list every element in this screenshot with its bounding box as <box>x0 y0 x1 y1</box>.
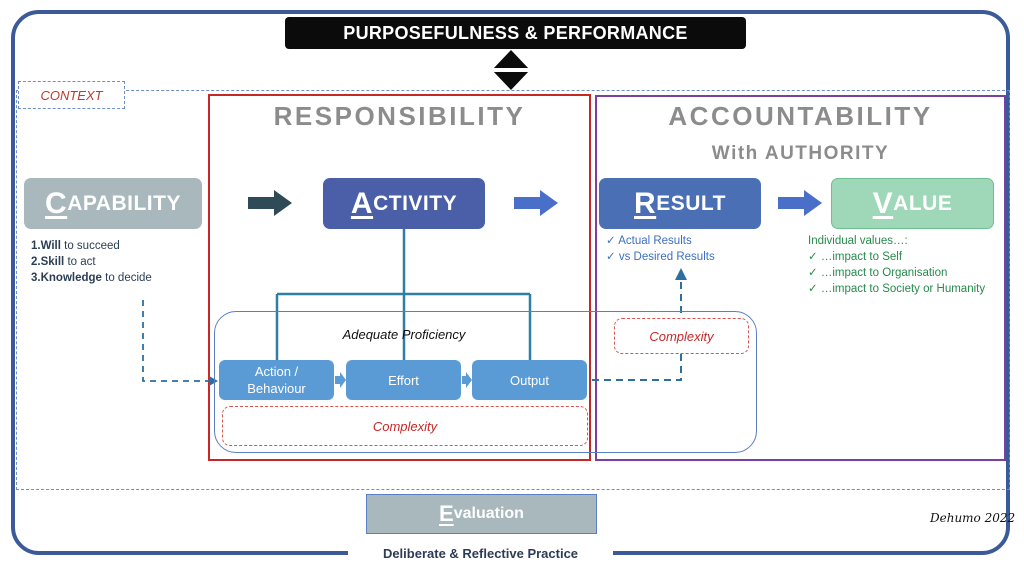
signature: Dehumo 2022 <box>930 511 1016 525</box>
double-arrow-divider <box>492 68 530 72</box>
item-text: to succeed <box>60 240 120 252</box>
item-number: 3. <box>31 272 41 284</box>
complexity-inner: Complexity <box>222 406 588 446</box>
check-icon: ✓ <box>808 251 821 263</box>
value-item: ✓ …impact to Society or Humanity <box>808 281 985 297</box>
item-number: 2. <box>31 256 41 268</box>
item-key: Knowledge <box>40 272 102 284</box>
item-text: to act <box>64 256 96 268</box>
capability-to-action-arrowhead <box>209 376 218 386</box>
context-area <box>16 90 1010 490</box>
result-item: ✓ Actual Results <box>606 233 715 249</box>
value-initial: V <box>872 186 894 220</box>
capability-item: 2.Skill to act <box>31 254 152 270</box>
title-bar: PURPOSEFULNESS & PERFORMANCE <box>285 17 746 49</box>
capability-list: 1.Will to succeed 2.Skill to act 3.Knowl… <box>31 238 152 286</box>
activity-initial: A <box>350 186 374 220</box>
result-initial: R <box>634 186 657 220</box>
check-icon: ✓ <box>808 283 821 295</box>
item-number: 1. <box>31 240 41 252</box>
output-to-result-arrowhead <box>675 268 687 280</box>
proficiency-label: Adequate Proficiency <box>342 327 466 342</box>
check-icon: ✓ <box>606 251 619 263</box>
responsibility-box <box>208 94 591 461</box>
value-list: Individual values…: ✓ …impact to Self ✓ … <box>808 233 985 297</box>
item-key: Skill <box>40 256 65 268</box>
activity-tree <box>275 228 532 360</box>
accountability-heading: ACCOUNTABILITY <box>668 101 933 131</box>
proficiency-box <box>214 311 757 453</box>
value-item-text: …impact to Society or Humanity <box>820 283 986 295</box>
complexity-result: Complexity <box>614 318 749 354</box>
arrow-action-to-effort <box>335 372 346 388</box>
responsibility-heading: RESPONSIBILITY <box>273 101 526 131</box>
value-item: ✓ …impact to Organisation <box>808 265 985 281</box>
evaluation-footer: Deliberate & Reflective Practice <box>348 538 613 568</box>
capability-initial: C <box>45 186 68 220</box>
value-item-text: …impact to Self <box>820 251 903 263</box>
result-item-text: Actual Results <box>618 235 692 247</box>
value-intro: Individual values…: <box>808 235 908 247</box>
capability-item: 3.Knowledge to decide <box>31 270 152 286</box>
arrow-activity-to-result <box>514 190 558 216</box>
step-line: Action / <box>254 364 299 379</box>
result-item: ✓ vs Desired Results <box>606 249 715 265</box>
check-icon: ✓ <box>808 267 821 279</box>
check-icon: ✓ <box>606 235 619 247</box>
accountability-box <box>595 95 1006 461</box>
activity-label: CTIVITY <box>373 191 458 215</box>
arrow-result-to-value <box>778 190 822 216</box>
capability-label: APABILITY <box>67 191 181 215</box>
evaluation-initial: E <box>439 501 454 526</box>
arrow-capability-to-activity <box>248 190 292 216</box>
action-behaviour-box: Action / Behaviour <box>219 360 334 400</box>
item-text: to decide <box>101 272 152 284</box>
step-line: Behaviour <box>247 381 306 396</box>
effort-box: Effort <box>346 360 461 400</box>
output-box: Output <box>472 360 587 400</box>
value-item: ✓ …impact to Self <box>808 249 985 265</box>
item-key: Will <box>40 240 61 252</box>
action-behaviour-text: Action / Behaviour <box>247 363 306 397</box>
value-label: ALUE <box>893 191 953 215</box>
accountability-subheading: With AUTHORITY <box>711 143 890 164</box>
value-item-text: …impact to Organisation <box>820 267 948 279</box>
output-to-result-connector <box>592 281 682 381</box>
context-label: CONTEXT <box>18 81 125 109</box>
capability-to-action-connector <box>142 300 210 382</box>
arrow-effort-to-output <box>462 372 472 388</box>
result-list: ✓ Actual Results ✓ vs Desired Results <box>606 233 715 265</box>
evaluation-label: valuation <box>453 505 524 522</box>
result-label: ESULT <box>656 191 726 215</box>
result-item-text: vs Desired Results <box>618 251 715 263</box>
capability-item: 1.Will to succeed <box>31 238 152 254</box>
